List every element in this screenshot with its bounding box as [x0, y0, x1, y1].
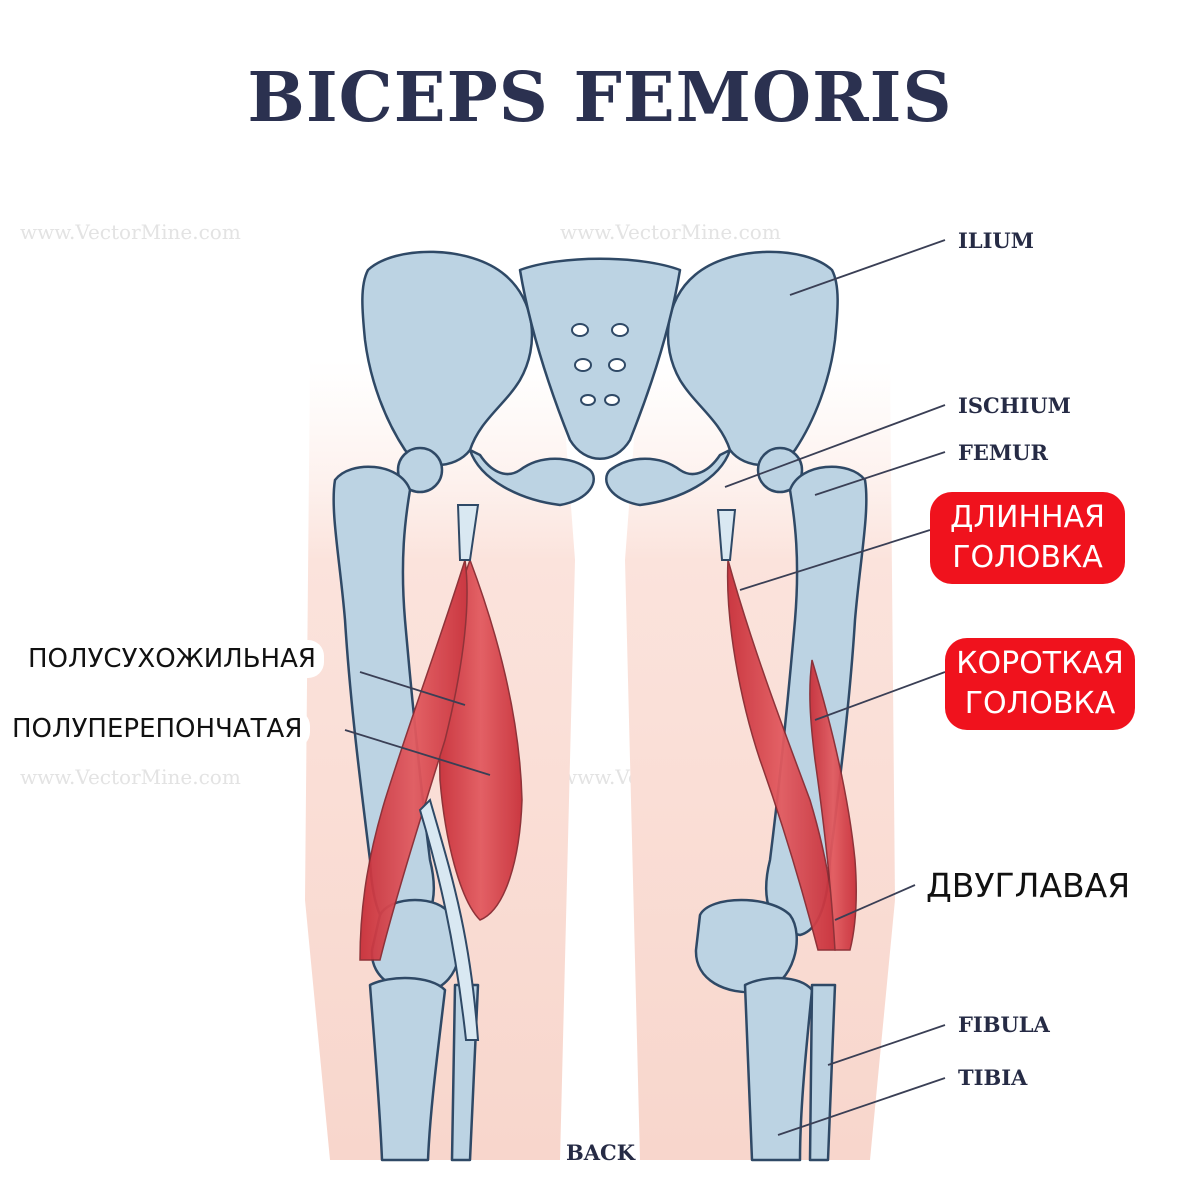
sacral-foramen	[580, 394, 596, 406]
leader-semitendinosus	[359, 671, 466, 706]
left-tibia	[368, 976, 447, 1162]
watermark: www.VectorMine.com	[20, 765, 241, 789]
label-long-head: ДЛИННАЯ ГОЛОВКА	[930, 492, 1125, 584]
right-ischium	[605, 448, 732, 507]
label-long-head-line1: ДЛИННАЯ	[950, 500, 1105, 535]
label-ilium: ILIUM	[958, 228, 1034, 253]
right-fibula	[808, 983, 837, 1162]
leader-fibula	[827, 1024, 946, 1066]
label-tibia: TIBIA	[958, 1065, 1028, 1090]
label-ischium: ISCHIUM	[958, 393, 1071, 418]
left-lower-tendon	[418, 798, 480, 1041]
left-femoral-head	[396, 446, 444, 494]
right-biceps-short-head	[809, 659, 857, 951]
leader-short-head	[814, 671, 946, 721]
sacral-foramen	[608, 358, 626, 372]
leader-ischium	[724, 404, 946, 488]
left-ischium	[468, 448, 595, 507]
label-short-head-line1: КОРОТКАЯ	[956, 646, 1124, 681]
right-knee	[694, 898, 798, 994]
right-ilium	[666, 250, 839, 467]
label-semitendinosus: ПОЛУСУХОЖИЛЬНАЯ	[20, 640, 324, 678]
right-tibia	[743, 976, 814, 1162]
sacral-foramen	[611, 323, 629, 337]
watermark: www.VectorMine.com	[20, 220, 241, 244]
label-long-head-line2: ГОЛОВКА	[952, 540, 1103, 575]
right-tendon	[716, 509, 737, 561]
left-semitendinosus	[359, 559, 468, 961]
left-tendon	[456, 504, 480, 561]
right-biceps-long-head	[726, 559, 836, 951]
sacral-foramen	[604, 394, 620, 406]
leader-semimembranosus	[344, 729, 491, 776]
leader-ilium	[789, 239, 946, 296]
sacral-foramen	[571, 323, 589, 337]
watermark: www.VectorMine.com	[560, 220, 781, 244]
label-femur: FEMUR	[958, 440, 1048, 465]
label-biceps: ДВУГЛАВАЯ	[926, 866, 1131, 905]
page-title: BICEPS FEMORIS	[247, 58, 953, 138]
right-femoral-head	[756, 446, 804, 494]
left-ilium	[361, 250, 534, 467]
label-semimembranosus: ПОЛУПЕРЕПОНЧАТАЯ	[4, 710, 311, 748]
label-short-head-line2: ГОЛОВКА	[964, 686, 1116, 721]
leader-femur	[814, 451, 946, 496]
label-fibula: FIBULA	[958, 1012, 1050, 1037]
label-back: BACK	[566, 1140, 636, 1165]
leader-long-head	[739, 529, 931, 591]
label-short-head: КОРОТКАЯ ГОЛОВКА	[945, 638, 1135, 730]
sacrum	[518, 257, 682, 460]
leader-biceps	[834, 884, 916, 921]
sacral-foramen	[574, 358, 592, 372]
leader-tibia	[777, 1077, 946, 1136]
